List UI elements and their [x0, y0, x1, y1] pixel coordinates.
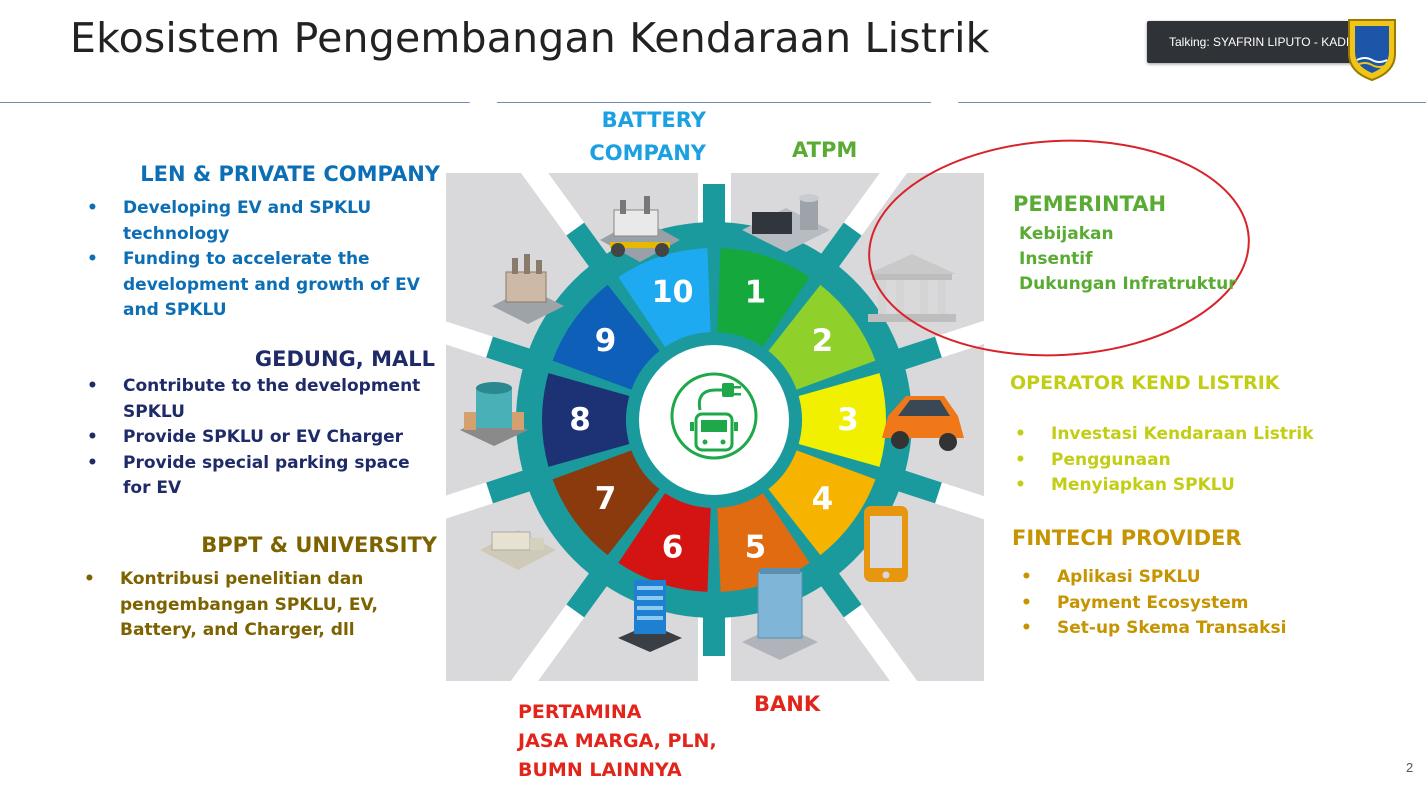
wheel-segment-9	[552, 284, 660, 390]
segment-number-label: 3	[837, 402, 859, 438]
segment-number-label: 5	[745, 529, 767, 565]
bank-building-icon	[868, 254, 956, 322]
bppt-header: BPPT & UNIVERSITY	[201, 533, 437, 557]
slide-title: Ekosistem Pengembangan Kendaraan Listrik	[70, 14, 990, 62]
list-item: Provide SPKLU or EV Charger	[87, 425, 427, 451]
list-item: Set-up Skema Transaksi	[1021, 616, 1401, 642]
segment-number-label: 2	[812, 323, 834, 359]
list-item: Kebijakan	[1019, 224, 1114, 244]
pemerintah-header: PEMERINTAH	[1013, 192, 1167, 216]
ring-spoke	[805, 222, 862, 289]
title-underline	[0, 102, 1426, 103]
battery-company-header: BATTERY COMPANY	[560, 104, 706, 170]
ring-spoke	[566, 551, 623, 618]
factory-icon	[742, 194, 830, 252]
smartphone-icon	[864, 506, 908, 582]
industrial-plant-icon	[492, 254, 564, 324]
car-icon	[882, 396, 964, 451]
wheel-segment-3	[798, 373, 886, 467]
wheel-segments: 1 2 3 4 5 6 7 8 9 10	[542, 248, 886, 592]
pertamina-line: BUMN LAINNYA	[518, 759, 682, 781]
power-plant-icon	[600, 196, 680, 262]
wheel-segment-10	[618, 248, 711, 347]
wheel-segment-2	[768, 284, 876, 390]
list-item: Kontribusi penelitian dan pengembangan S…	[84, 567, 384, 644]
operator-header: OPERATOR KEND LISTRIK	[1010, 372, 1280, 394]
ring-spoke	[486, 336, 556, 378]
wheel-segment-6	[618, 493, 711, 592]
list-item: Investasi Kendaraan Listrik	[1015, 422, 1395, 448]
wheel-segment-4	[768, 450, 876, 556]
len-list: Developing EV and SPKLU technology Fundi…	[87, 196, 442, 324]
operator-list: Investasi Kendaraan Listrik Penggunaan M…	[1015, 422, 1395, 499]
page-number: 2	[1406, 760, 1414, 775]
list-item: Funding to accelerate the development an…	[87, 247, 442, 324]
campus-building-icon	[480, 530, 556, 570]
wheel-segment-7	[552, 450, 660, 556]
bppt-list: Kontribusi penelitian dan pengembangan S…	[84, 567, 384, 644]
ring-spokes	[486, 184, 942, 656]
bank-header: BANK	[754, 692, 821, 716]
list-item: Penggunaan	[1015, 448, 1395, 474]
list-item: Provide special parking space for EV	[87, 451, 427, 502]
battery-company-line2: COMPANY	[589, 141, 706, 165]
gedung-list: Contribute to the development SPKLU Prov…	[87, 374, 427, 502]
pemerintah-list: Kebijakan Insentif Dukungan Infratruktur	[1019, 222, 1237, 297]
mall-building-icon	[460, 382, 528, 446]
segment-number-label: 6	[662, 529, 684, 565]
city-building-icon	[618, 580, 682, 652]
pertamina-line: JASA MARGA, PLN,	[518, 730, 717, 752]
list-item: Contribute to the development SPKLU	[87, 374, 427, 425]
fintech-list: Aplikasi SPKLU Payment Ecosystem Set-up …	[1021, 565, 1401, 642]
list-item: Payment Ecosystem	[1021, 591, 1401, 617]
list-item: Menyiapkan SPKLU	[1015, 473, 1395, 499]
wheel-segment-5	[717, 493, 810, 592]
crest-emblem-icon	[1348, 19, 1396, 82]
pertamina-line: PERTAMINA	[518, 701, 642, 723]
ring-spoke	[872, 462, 942, 504]
segment-number-label: 4	[812, 481, 834, 517]
list-item: Dukungan Infratruktur	[1019, 274, 1237, 294]
highlight-ellipse	[868, 139, 1250, 357]
list-item: Aplikasi SPKLU	[1021, 565, 1401, 591]
fintech-header: FINTECH PROVIDER	[1012, 526, 1242, 550]
list-item: Insentif	[1019, 249, 1093, 269]
segment-number-label: 7	[595, 481, 617, 517]
ring-spoke	[872, 336, 942, 378]
segment-number-label: 10	[652, 275, 694, 310]
atpm-header: ATPM	[792, 138, 858, 162]
office-tower-icon	[742, 568, 818, 660]
wheel-segment-1	[717, 248, 810, 347]
pertamina-group: PERTAMINA JASA MARGA, PLN, BUMN LAINNYA	[518, 698, 717, 785]
ev-charging-bus-icon	[670, 372, 758, 460]
list-item: Developing EV and SPKLU technology	[87, 196, 442, 247]
len-header: LEN & PRIVATE COMPANY	[140, 162, 440, 186]
ring-spoke	[486, 462, 556, 504]
ring-spoke	[566, 222, 623, 289]
segment-number-label: 1	[745, 275, 767, 311]
gedung-header: GEDUNG, MALL	[254, 347, 435, 371]
wheel-segment-8	[542, 373, 630, 467]
segment-number-label: 8	[569, 402, 591, 438]
ring-spoke	[805, 551, 862, 618]
battery-company-line1: BATTERY	[601, 108, 706, 132]
segment-number-label: 9	[595, 323, 617, 359]
